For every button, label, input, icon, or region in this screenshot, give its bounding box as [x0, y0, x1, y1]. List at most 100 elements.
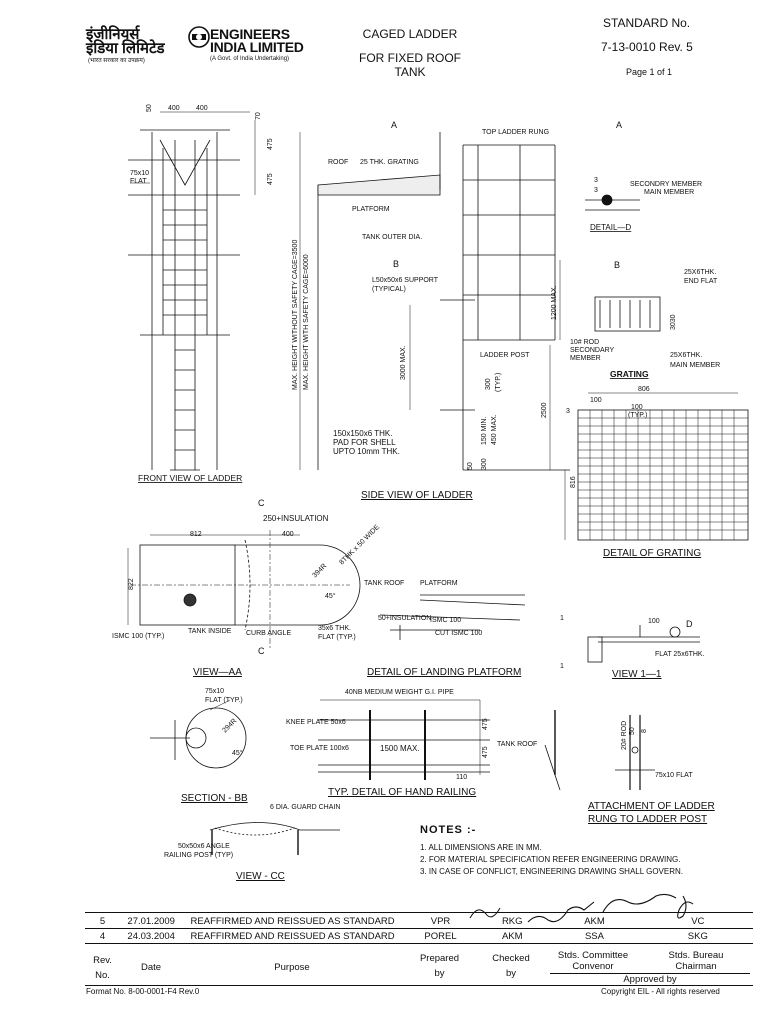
company-hindi-small: (भारत सरकार का उपक्रम) — [88, 58, 145, 64]
top-ladder-rung-label: TOP LADDER RUNG — [482, 129, 549, 136]
rev-header-rev: Rev. No. — [85, 953, 120, 983]
notes-title: NOTES :- — [420, 824, 477, 836]
main-member-3: MAIN MEMBER — [670, 362, 720, 369]
revision-table: 5 27.01.2009 REAFFIRMED AND REISSUED AS … — [85, 914, 753, 944]
section-b-right: B — [614, 260, 620, 270]
dim-806: 806 — [638, 386, 650, 393]
dim-100c: 100 — [648, 618, 660, 625]
dim-3b: 3 — [594, 187, 598, 194]
dim-70: 70 — [255, 112, 262, 120]
flat-75x10-label: 75x10 — [205, 688, 224, 695]
tank-roof-2-label: TANK ROOF — [497, 741, 537, 748]
tank-roof-label: TANK ROOF — [364, 580, 404, 587]
dim-45a: 45° — [325, 592, 336, 600]
section-c-top: C — [258, 498, 265, 508]
dim-400c: 400 — [282, 531, 294, 538]
dim-816: 816 — [570, 476, 577, 488]
engineering-drawing: FRONT VIEW OF LADDER SIDE VIEW OF LADDER… — [112, 104, 749, 882]
view-1-1-label: VIEW 1—1 — [612, 669, 662, 680]
dim-3: 3 — [566, 408, 570, 415]
side-view-ladder — [299, 132, 570, 471]
tank-outer-dia-label: TANK OUTER DIA. — [362, 234, 422, 241]
date-cell: 27.01.2009 — [127, 915, 175, 927]
rev-cell: 5 — [99, 915, 106, 927]
detail-d — [585, 194, 640, 211]
dim-394r: 394R — [311, 563, 328, 580]
dim-100b: 100 — [631, 404, 643, 411]
rev-header-line2: No. — [95, 970, 110, 981]
company-en-small: (A Govt. of India Undertaking) — [210, 56, 290, 62]
convenor-cell: AKM — [584, 915, 605, 927]
note-2: 2. FOR MATERIAL SPECIFICATION REFER ENGI… — [420, 855, 681, 864]
dim-100a: 100 — [590, 397, 602, 404]
max-height-1: MAX. HEIGHT WITHOUT SAFETY CAGE=3500 — [292, 240, 299, 390]
flat-typ-2-label: FLAT (TYP.) — [205, 697, 243, 704]
dim-1200: 1200 MAX. — [551, 285, 558, 320]
rev-header-prepared-2: by — [434, 968, 445, 979]
rev-header-convenor-2: Convenor — [572, 961, 614, 972]
rev-header-checked-2: by — [505, 968, 517, 979]
insulation-50-label: 50+INSULATION — [378, 615, 431, 622]
grating-label: GRATING — [610, 369, 649, 379]
dim-45b: 45° — [232, 749, 243, 757]
company-hindi-line2: इंडिया लिमिटेड — [86, 40, 165, 57]
rev-cell: 4 — [99, 930, 106, 942]
rev-header-checked-1: Checked — [492, 953, 530, 964]
platform-2-label: PLATFORM — [420, 580, 458, 587]
ismc-100-label: ISMC 100 — [430, 617, 461, 624]
detail-grating-label: DETAIL OF GRATING — [603, 548, 701, 559]
chairman-cell: VC — [691, 915, 705, 927]
company-en-line2: INDIA LIMITED — [210, 39, 304, 55]
rev-header-convenor-1: Stds. Committee — [557, 950, 629, 961]
dim-300b: 300 — [481, 458, 488, 470]
railing-post-label: RAILING POST (TYP) — [164, 852, 233, 859]
roof-label: ROOF — [328, 159, 348, 166]
dim-812: 812 — [190, 531, 202, 538]
dim-475d: 475 — [482, 746, 489, 758]
date-cell: 24.03.2004 — [127, 930, 175, 942]
dim-300a: 300 — [485, 378, 492, 390]
flat-75x10-2-label: 75x10 FLAT — [655, 772, 693, 779]
note-3: 3. IN CASE OF CONFLICT, ENGINEERING DRAW… — [420, 867, 684, 876]
section-a-right: A — [616, 120, 622, 130]
view-1-marker-b: 1 — [560, 663, 564, 670]
dim-50c: 50 — [629, 727, 636, 735]
rev-header-date: Date — [140, 962, 162, 973]
dim-150min: 150 MIN. — [481, 417, 488, 445]
company-logo-block: इंजीनियर्स इंडिया लिमिटेड (भारत सरकार का… — [86, 24, 311, 70]
detail-d-label: DETAIL—D — [590, 223, 631, 232]
document-title-line2: FOR FIXED ROOF TANK — [359, 51, 461, 79]
dim-475a: 475 — [267, 138, 274, 150]
dim-typ-2: (TYP.) — [628, 412, 647, 419]
table-row: 4 24.03.2004 REAFFIRMED AND REISSUED AS … — [85, 929, 753, 944]
flat-35x6-label: 35x6 THK. — [318, 625, 351, 632]
dim-400b: 400 — [196, 105, 208, 112]
attachment-label-1: ATTACHMENT OF LADDER — [588, 801, 715, 812]
notes-block: NOTES :- 1. ALL DIMENSIONS ARE IN MM. 2.… — [420, 824, 683, 878]
view-cc-label: VIEW - CC — [236, 871, 285, 882]
grating-grid — [564, 392, 749, 541]
revision-table-top-rule — [85, 912, 753, 913]
pad-label-1: 150x150x6 THK. — [333, 429, 392, 438]
purpose-cell: REAFFIRMED AND REISSUED AS STANDARD — [190, 915, 395, 927]
standard-number: 7-13-0010 Rev. 5 — [601, 40, 693, 54]
prepared-cell: POREL — [424, 930, 457, 942]
rev-header-convenor: Stds. Committee Convenor — [545, 950, 641, 972]
dim-3030: 3030 — [670, 314, 677, 330]
secondary-member-label: SECONDRY MEMBER — [630, 181, 702, 188]
attachment-label-2: RUNG TO LADDER POST — [588, 814, 707, 825]
approved-by: Approved by — [623, 974, 677, 985]
rod-10-label: 10# ROD — [570, 339, 599, 346]
dim-475c: 475 — [482, 718, 489, 730]
section-a-left: A — [391, 120, 397, 130]
support-label: L50x50x6 SUPPORT — [372, 277, 439, 284]
flat-wide-label: 8THK x 50 WIDE — [338, 524, 381, 567]
dim-294r: 294R — [221, 718, 238, 735]
section-bb — [150, 699, 247, 769]
gi-pipe-label: 40NB MEDIUM WEIGHT G.I. PIPE — [345, 689, 454, 696]
view-1-marker-a: 1 — [560, 615, 564, 622]
rev-header-chairman: Stds. Bureau Chairman — [641, 950, 751, 972]
eil-emblem-icon — [188, 26, 210, 48]
secondary-member-2: SECONDARY — [570, 347, 615, 354]
max-height-2: MAX. HEIGHT WITH SAFETY CAGE=6000 — [303, 254, 310, 390]
